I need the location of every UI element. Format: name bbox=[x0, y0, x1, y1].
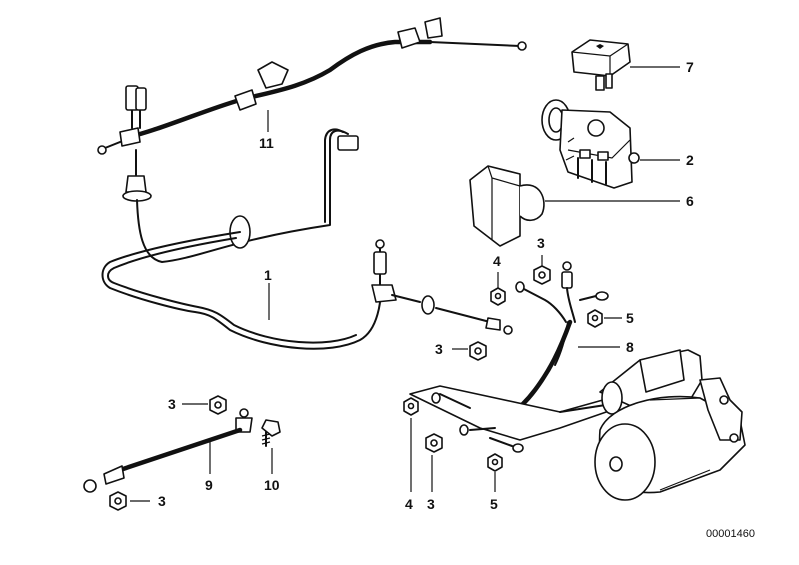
ground-strap-part-9[interactable] bbox=[83, 408, 253, 493]
callout-1: 1 bbox=[264, 267, 272, 283]
relay-part-7[interactable] bbox=[571, 39, 631, 91]
callout-10: 10 bbox=[264, 477, 280, 493]
diagram-code: 00001460 bbox=[706, 528, 755, 540]
relay-socket-part-2[interactable] bbox=[541, 99, 640, 189]
cable-part-8[interactable] bbox=[409, 261, 613, 453]
callout-8: 8 bbox=[626, 339, 634, 355]
cable-part-11[interactable] bbox=[97, 17, 527, 155]
callout-6: 6 bbox=[686, 193, 694, 209]
nut-3-a[interactable] bbox=[533, 265, 551, 285]
callouts: 7 2 6 3 4 5 8 3 11 1 3 9 10 3 4 3 5 0000… bbox=[158, 59, 755, 540]
callout-7: 7 bbox=[686, 59, 694, 75]
nut-3-d[interactable] bbox=[109, 491, 127, 511]
cover-part-6[interactable] bbox=[469, 165, 545, 247]
leader-lines bbox=[130, 66, 680, 502]
bolt-part-10[interactable] bbox=[261, 419, 281, 447]
callout-9: 9 bbox=[205, 477, 213, 493]
callout-4-b: 4 bbox=[405, 496, 413, 512]
nut-5-a[interactable] bbox=[587, 309, 603, 328]
nut-5-b[interactable] bbox=[487, 453, 503, 472]
callout-4-a: 4 bbox=[493, 253, 501, 269]
nut-3-b[interactable] bbox=[469, 341, 487, 361]
callout-3-c: 3 bbox=[168, 396, 176, 412]
harness-part-1[interactable] bbox=[101, 128, 513, 350]
nut-3-e[interactable] bbox=[425, 433, 443, 453]
callout-11: 11 bbox=[259, 135, 274, 151]
callout-3-e: 3 bbox=[427, 496, 435, 512]
callout-3-b: 3 bbox=[435, 341, 443, 357]
callout-5-a: 5 bbox=[626, 310, 634, 326]
callout-5-b: 5 bbox=[490, 496, 498, 512]
nut-3-c[interactable] bbox=[209, 395, 227, 415]
nut-4-a[interactable] bbox=[490, 287, 506, 306]
starter-motor bbox=[594, 349, 746, 501]
callout-3-d: 3 bbox=[158, 493, 166, 509]
nut-4-b[interactable] bbox=[403, 397, 419, 416]
callout-3-a: 3 bbox=[537, 235, 545, 251]
callout-2: 2 bbox=[686, 152, 694, 168]
